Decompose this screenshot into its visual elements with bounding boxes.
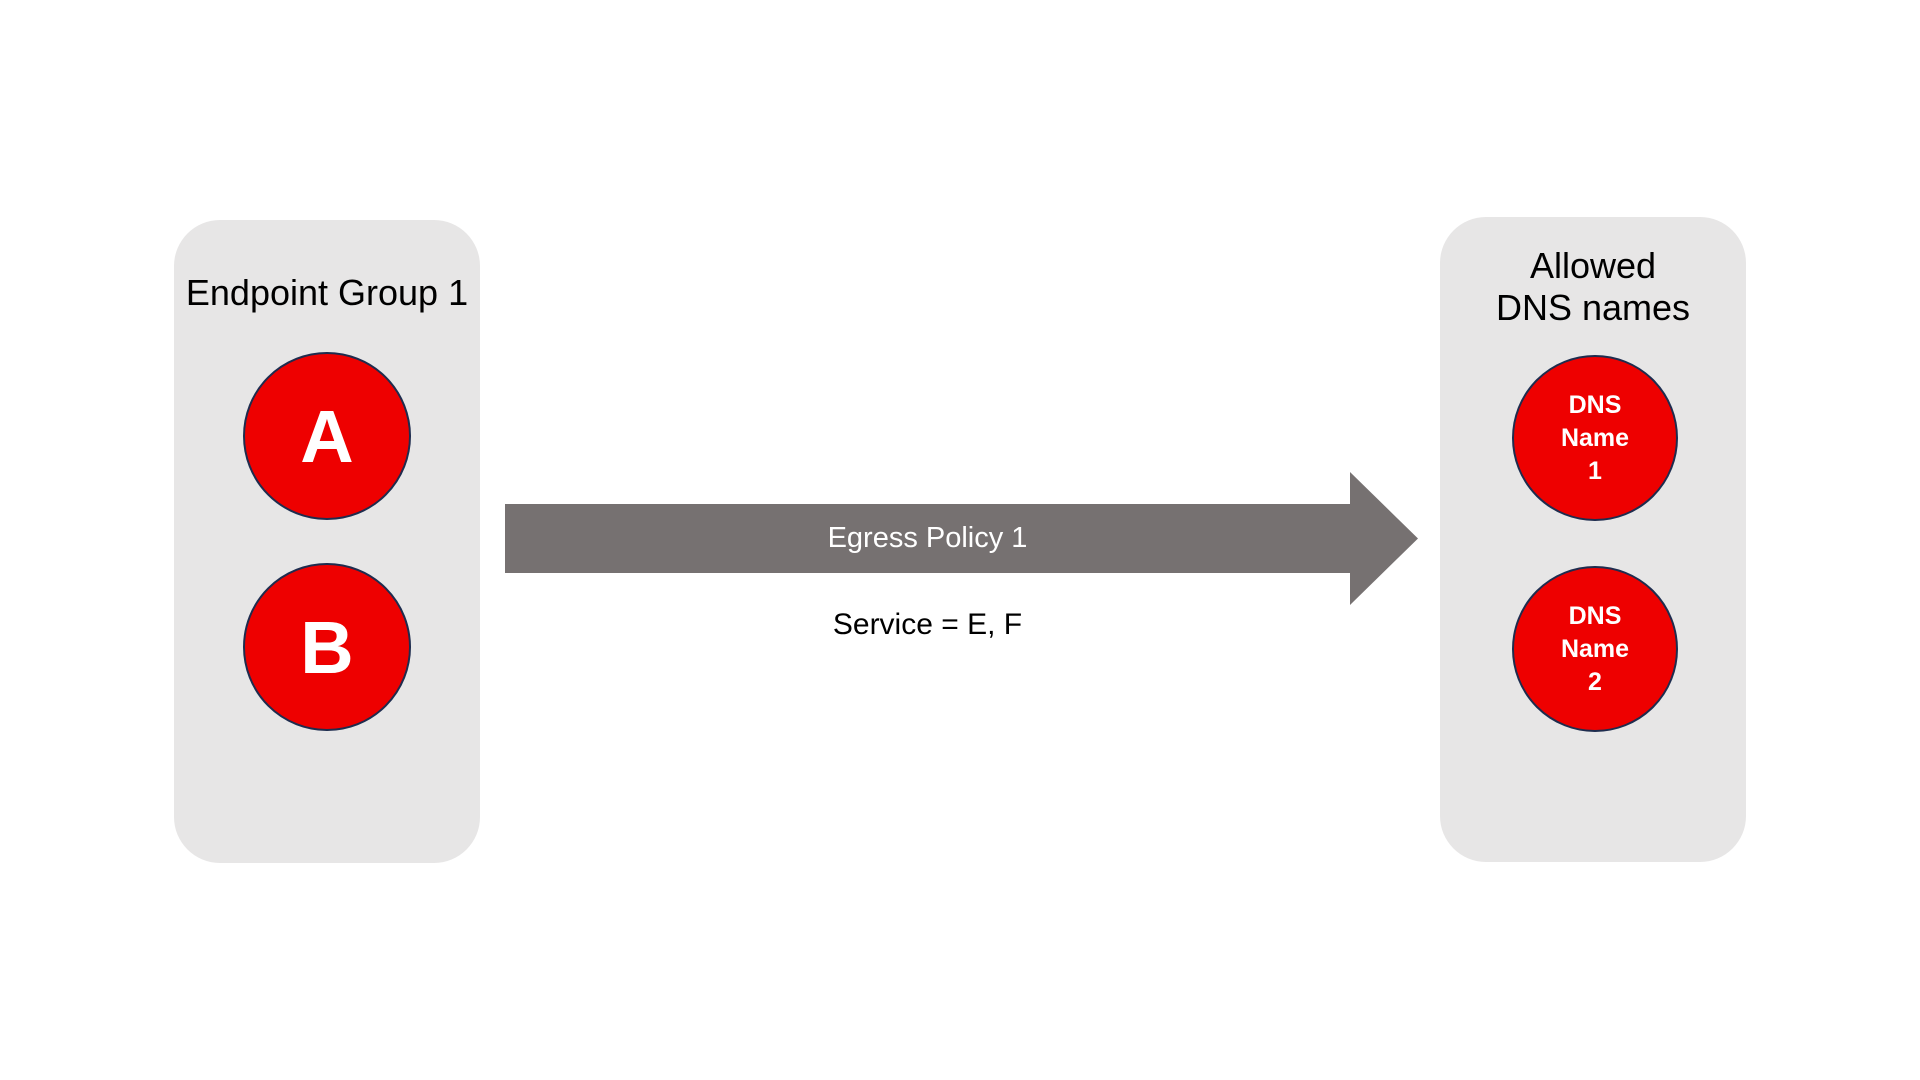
dns-name-2-label: DNS Name 2 (1560, 601, 1630, 696)
arrow-shape (505, 472, 1418, 605)
endpoint-node-a-label: A (300, 394, 354, 478)
dns-name-1-label: DNS Name 1 (1560, 390, 1630, 485)
dns-name-2-node: DNS Name 2 (1512, 566, 1678, 732)
endpoint-node-b-label: B (300, 605, 354, 689)
allowed-dns-names-title: Allowed DNS names (1495, 245, 1691, 328)
service-constraint-label: Service = E, F (832, 608, 1023, 641)
egress-policy-label: Egress Policy 1 (827, 522, 1028, 554)
endpoint-node-b: B (243, 563, 411, 731)
dns-name-1-node: DNS Name 1 (1512, 355, 1678, 521)
endpoint-node-a: A (243, 352, 411, 520)
endpoint-group-box: Endpoint Group 1 A B (174, 220, 480, 863)
egress-policy-arrow (505, 472, 1418, 605)
endpoint-group-title: Endpoint Group 1 (185, 272, 469, 313)
allowed-dns-names-box: Allowed DNS names DNS Name 1 DNS Name 2 (1440, 217, 1746, 862)
